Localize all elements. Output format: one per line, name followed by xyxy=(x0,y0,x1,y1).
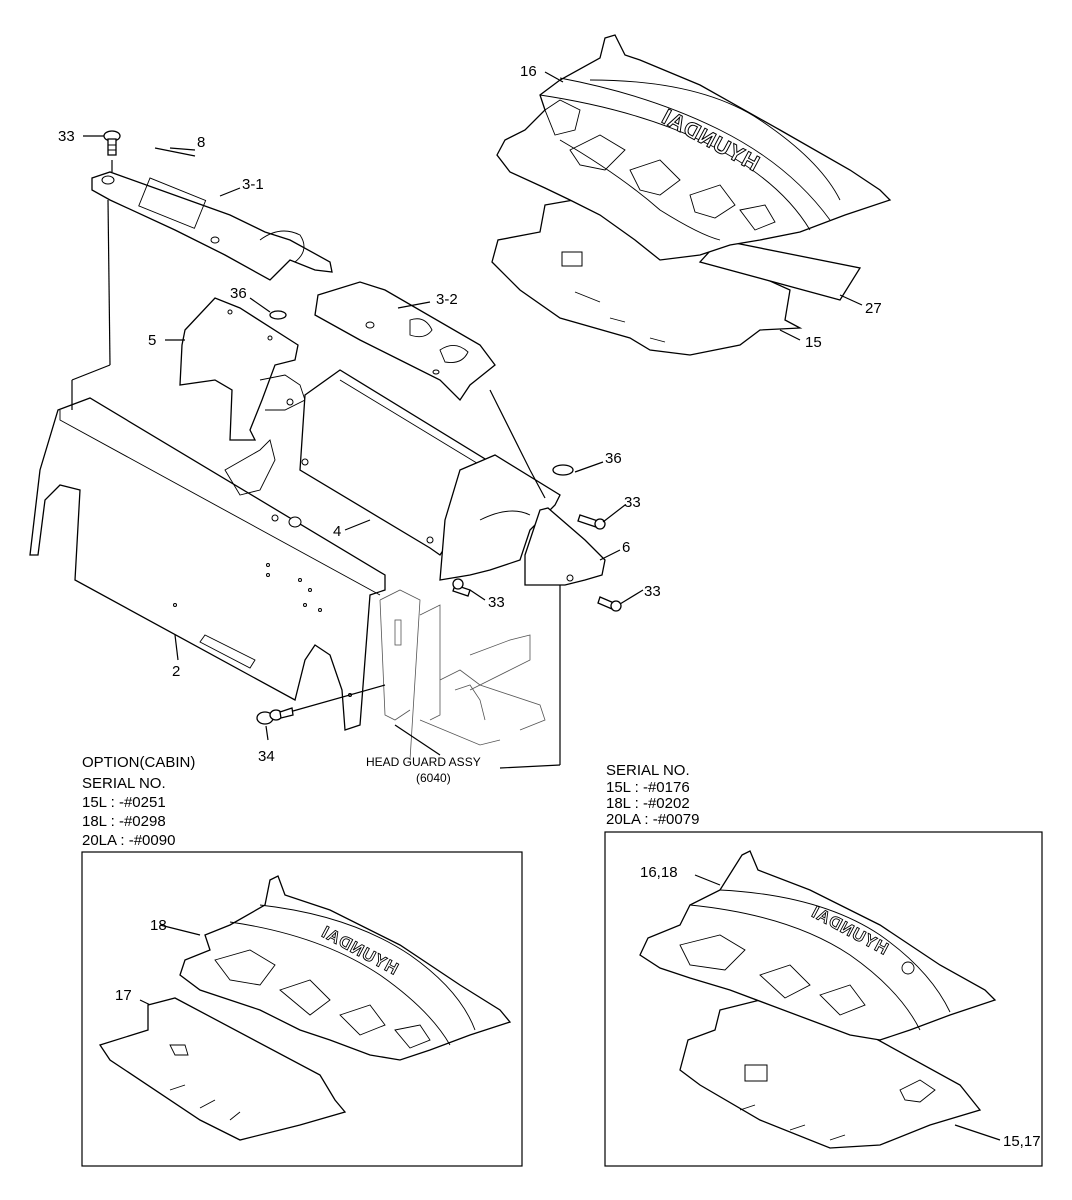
option-left-row-18l: 18L : -#0298 xyxy=(82,813,166,830)
floor-mat-18 xyxy=(179,875,512,1061)
cover-panel-3-1 xyxy=(91,171,333,281)
option-left-serial-label: SERIAL NO. xyxy=(82,775,166,792)
rear-panel-2 xyxy=(29,397,386,731)
option-right-row-18l: 18L : -#0202 xyxy=(606,795,690,812)
callout-8: 8 xyxy=(197,134,205,151)
cover-panel-3-2 xyxy=(314,281,496,402)
callout-34: 34 xyxy=(258,748,275,765)
floor-mat-assembly-left: HYUNDAI xyxy=(98,875,512,1141)
floor-mat-assembly-top: HYUNDAI xyxy=(491,34,892,356)
side-shroud xyxy=(439,454,561,581)
bolt-34 xyxy=(256,707,294,725)
callout-3-1: 3-1 xyxy=(242,176,264,193)
floor-mat-assembly-right: HYUNDAI xyxy=(639,850,997,1149)
head-guard-code: (6040) xyxy=(416,771,451,785)
clip-36-left xyxy=(269,310,287,320)
head-guard-ghost xyxy=(379,589,546,761)
callout-6: 6 xyxy=(622,539,630,556)
mat-strap xyxy=(539,94,811,231)
callout-15-17: 15,17 xyxy=(1003,1133,1041,1150)
plate-tab xyxy=(561,251,583,267)
serial-variant-box xyxy=(604,831,1043,1167)
option-right-row-15l: 15L : -#0176 xyxy=(606,779,690,796)
plate-tab-right xyxy=(744,1064,768,1082)
bolt-33-r1 xyxy=(577,514,606,530)
clip-36-right xyxy=(552,464,574,476)
callout-16-18: 16,18 xyxy=(640,864,678,881)
callout-33-top: 33 xyxy=(58,128,75,145)
floor-plate-27 xyxy=(698,239,862,301)
callout-33-r1: 33 xyxy=(624,494,641,511)
option-left-row-15l: 15L : -#0251 xyxy=(82,794,166,811)
pin-8 xyxy=(154,147,196,157)
floor-plate-15 xyxy=(491,197,803,356)
callout-3-2: 3-2 xyxy=(436,291,458,308)
option-right-serial-label: SERIAL NO. xyxy=(606,762,690,779)
bolt-33-top xyxy=(103,130,121,156)
option-left-row-20la: 20LA : -#0090 xyxy=(82,832,175,849)
option-right-note: SERIAL NO. 15L : -#0176 18L : -#0202 20L… xyxy=(606,762,699,828)
floor-mat-16-18 xyxy=(639,850,997,1041)
side-panel-5 xyxy=(179,297,299,441)
option-cabin-box xyxy=(81,851,523,1167)
callout-4: 4 xyxy=(333,523,341,540)
callout-27: 27 xyxy=(865,300,882,317)
floor-mat-16 xyxy=(496,34,892,261)
leader-lines xyxy=(71,71,1001,1141)
callout-36-left: 36 xyxy=(230,285,247,302)
side-panel-6 xyxy=(524,507,606,586)
callout-36-right: 36 xyxy=(605,450,622,467)
floor-plate-17 xyxy=(98,997,347,1141)
option-right-row-20la: 20LA : -#0079 xyxy=(606,811,699,828)
callout-15: 15 xyxy=(805,334,822,351)
callout-5: 5 xyxy=(148,332,156,349)
callout-33-r2: 33 xyxy=(644,583,661,600)
option-left-note: OPTION(CABIN) SERIAL NO. 15L : -#0251 18… xyxy=(82,754,195,849)
callout-33-mid: 33 xyxy=(488,594,505,611)
callout-labels: 33 8 3-1 36 3-2 5 4 2 34 16 27 15 36 33 … xyxy=(58,63,1041,1150)
bolt-33-mid xyxy=(452,578,471,597)
callout-17: 17 xyxy=(115,987,132,1004)
bolt-33-r2 xyxy=(597,596,622,612)
head-guard-label: HEAD GUARD ASSY xyxy=(366,755,481,769)
callout-18: 18 xyxy=(150,917,167,934)
option-cabin-title: OPTION(CABIN) xyxy=(82,754,195,771)
callout-16: 16 xyxy=(520,63,537,80)
callout-2: 2 xyxy=(172,663,180,680)
